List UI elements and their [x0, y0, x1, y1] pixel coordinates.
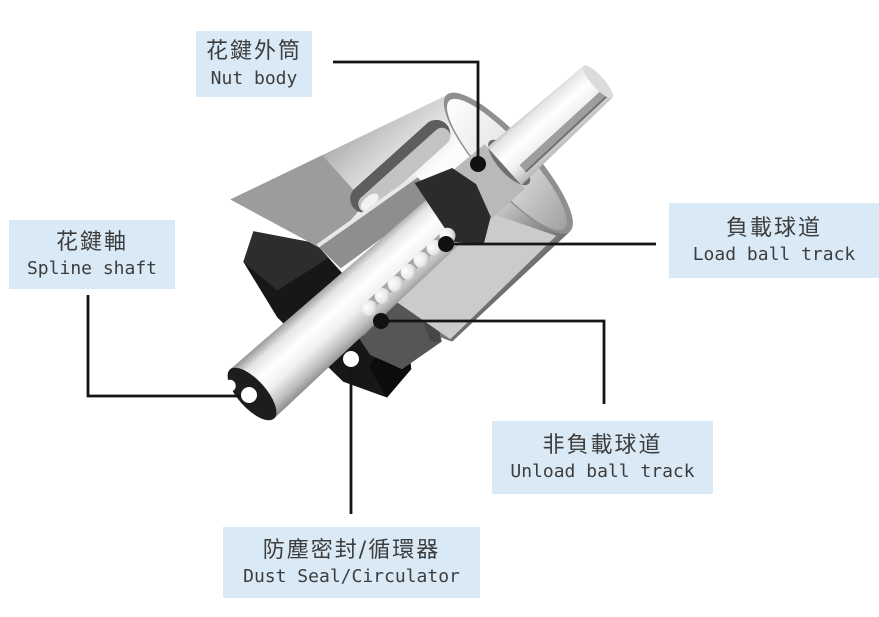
- cut-lip-highlight: [316, 174, 418, 248]
- label-spline-shaft-en: Spline shaft: [26, 258, 158, 280]
- label-spline-shaft: 花鍵軸 Spline shaft: [9, 220, 175, 289]
- callout-dot-spline-shaft: [241, 387, 257, 403]
- ball-2: [374, 288, 391, 305]
- interior-cut-surface: [319, 177, 438, 269]
- label-dust-seal-circulator-en: Dust Seal/Circulator: [243, 566, 460, 588]
- ball-1: [361, 300, 378, 317]
- cut-shadow-wedge: [414, 167, 491, 245]
- label-unload-ball-track: 非負載球道 Unload ball track: [492, 421, 713, 494]
- bore-shadow-band: [450, 144, 525, 221]
- shaft-tip-face: [582, 65, 614, 99]
- callout-dot-dust-seal: [343, 351, 359, 367]
- label-spline-shaft-zh: 花鍵軸: [55, 229, 128, 255]
- label-nut-body-zh: 花鍵外筒: [205, 39, 302, 64]
- callout-dot-load-ball-track: [438, 236, 454, 252]
- callout-dots: [241, 156, 486, 403]
- leader-line-spline-shaft: [86, 295, 242, 398]
- leader-line-nut-body: [333, 60, 480, 157]
- label-nut-body: 花鍵外筒 Nut body: [196, 31, 312, 97]
- label-load-ball-track-en: Load ball track: [692, 244, 856, 266]
- label-nut-body-en: Nut body: [210, 67, 298, 89]
- nut-left-facet: [230, 154, 366, 251]
- shaft-groove-rear: [519, 88, 609, 172]
- ball-3: [387, 275, 404, 292]
- label-dust-seal-circulator-zh: 防塵密封/循環器: [262, 537, 441, 563]
- ball-bearings: [361, 227, 456, 317]
- leader-lines: [86, 60, 656, 514]
- callout-dot-unload-ball-track: [373, 313, 389, 329]
- label-unload-ball-track-zh: 非負載球道: [542, 432, 663, 458]
- callout-dot-nut-body: [470, 156, 486, 172]
- nut-keyway-slot: [350, 119, 451, 213]
- leader-line-unload-ball-track: [381, 319, 606, 404]
- ball-5: [413, 251, 430, 268]
- label-unload-ball-track-en: Unload ball track: [510, 461, 695, 483]
- ball-4: [400, 263, 417, 280]
- label-dust-seal-circulator: 防塵密封/循環器 Dust Seal/Circulator: [223, 527, 480, 598]
- spline-shaft-rear: [487, 65, 614, 186]
- label-load-ball-track-zh: 負載球道: [725, 215, 822, 241]
- label-load-ball-track: 負載球道 Load ball track: [669, 203, 879, 278]
- shaft-spline-notch: [223, 379, 236, 392]
